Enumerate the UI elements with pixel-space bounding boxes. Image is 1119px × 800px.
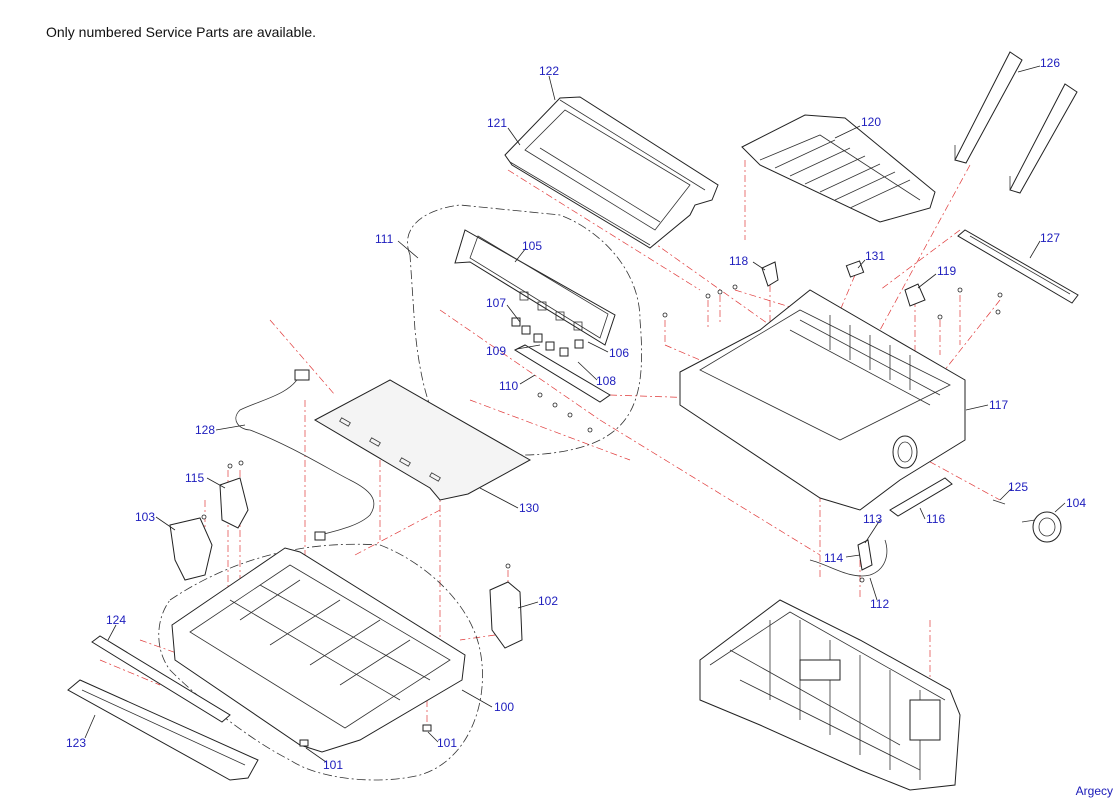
part-119	[904, 283, 926, 307]
label-126: 126	[1040, 56, 1060, 70]
label-113: 113	[863, 512, 882, 526]
label-101-b: 101	[323, 758, 343, 772]
leader-lines	[84, 65, 1066, 763]
part-116-cable	[889, 477, 953, 517]
label-114: 114	[824, 551, 843, 565]
part-128-cable	[235, 374, 375, 536]
part-124-bar	[91, 635, 231, 723]
label-105: 105	[522, 239, 542, 253]
label-130: 130	[519, 501, 539, 515]
part-115-bracket	[219, 460, 249, 529]
label-101: 101	[437, 736, 457, 750]
part-112-cable	[809, 539, 888, 577]
label-107: 107	[486, 296, 506, 310]
label-100: 100	[494, 700, 514, 714]
label-103: 103	[135, 510, 155, 524]
part-118	[761, 261, 779, 287]
label-128: 128	[195, 423, 215, 437]
part-labels: 100 101 101 102 103 104 105 106 107 108 …	[66, 56, 1086, 772]
label-131: 131	[865, 249, 885, 263]
label-121: 121	[487, 116, 507, 130]
part-106-110-buttons-board	[511, 317, 611, 433]
label-102: 102	[538, 594, 558, 608]
label-115: 115	[185, 471, 204, 485]
part-104-knob	[992, 499, 1062, 543]
label-104: 104	[1066, 496, 1086, 510]
group-outline-100	[158, 543, 483, 781]
label-122: 122	[539, 64, 559, 78]
label-120: 120	[861, 115, 881, 129]
part-117-upper-housing	[679, 289, 966, 511]
label-127: 127	[1040, 231, 1060, 245]
label-111: 111	[375, 232, 394, 246]
label-125: 125	[1008, 480, 1028, 494]
watermark: Argecy	[1075, 784, 1113, 798]
group-outline-111	[407, 204, 642, 456]
part-102-bracket	[489, 563, 523, 649]
label-108: 108	[596, 374, 616, 388]
part-121-122-front-cover	[504, 96, 719, 249]
part-103-bracket	[169, 514, 213, 581]
part-131	[845, 260, 865, 278]
part-123-tray	[67, 679, 259, 781]
label-117: 117	[989, 398, 1008, 412]
screws	[662, 284, 1003, 320]
part-126-rails	[954, 51, 1078, 194]
label-118: 118	[729, 254, 748, 268]
label-123: 123	[66, 736, 86, 750]
part-127-bar	[957, 229, 1079, 304]
label-109: 109	[486, 344, 506, 358]
label-124: 124	[106, 613, 126, 627]
part-120-paper-guide	[741, 114, 936, 223]
label-110: 110	[499, 379, 518, 393]
page-title: Only numbered Service Parts are availabl…	[46, 24, 317, 40]
part-105-panel	[454, 229, 616, 346]
label-106: 106	[609, 346, 629, 360]
label-119: 119	[937, 264, 956, 278]
label-112: 112	[870, 597, 889, 611]
part-113-sensor	[857, 539, 873, 571]
printer-mechanism	[699, 599, 961, 791]
part-130-shield-plate	[313, 379, 532, 501]
label-116: 116	[926, 512, 945, 526]
part-100-lower-case	[171, 547, 466, 753]
